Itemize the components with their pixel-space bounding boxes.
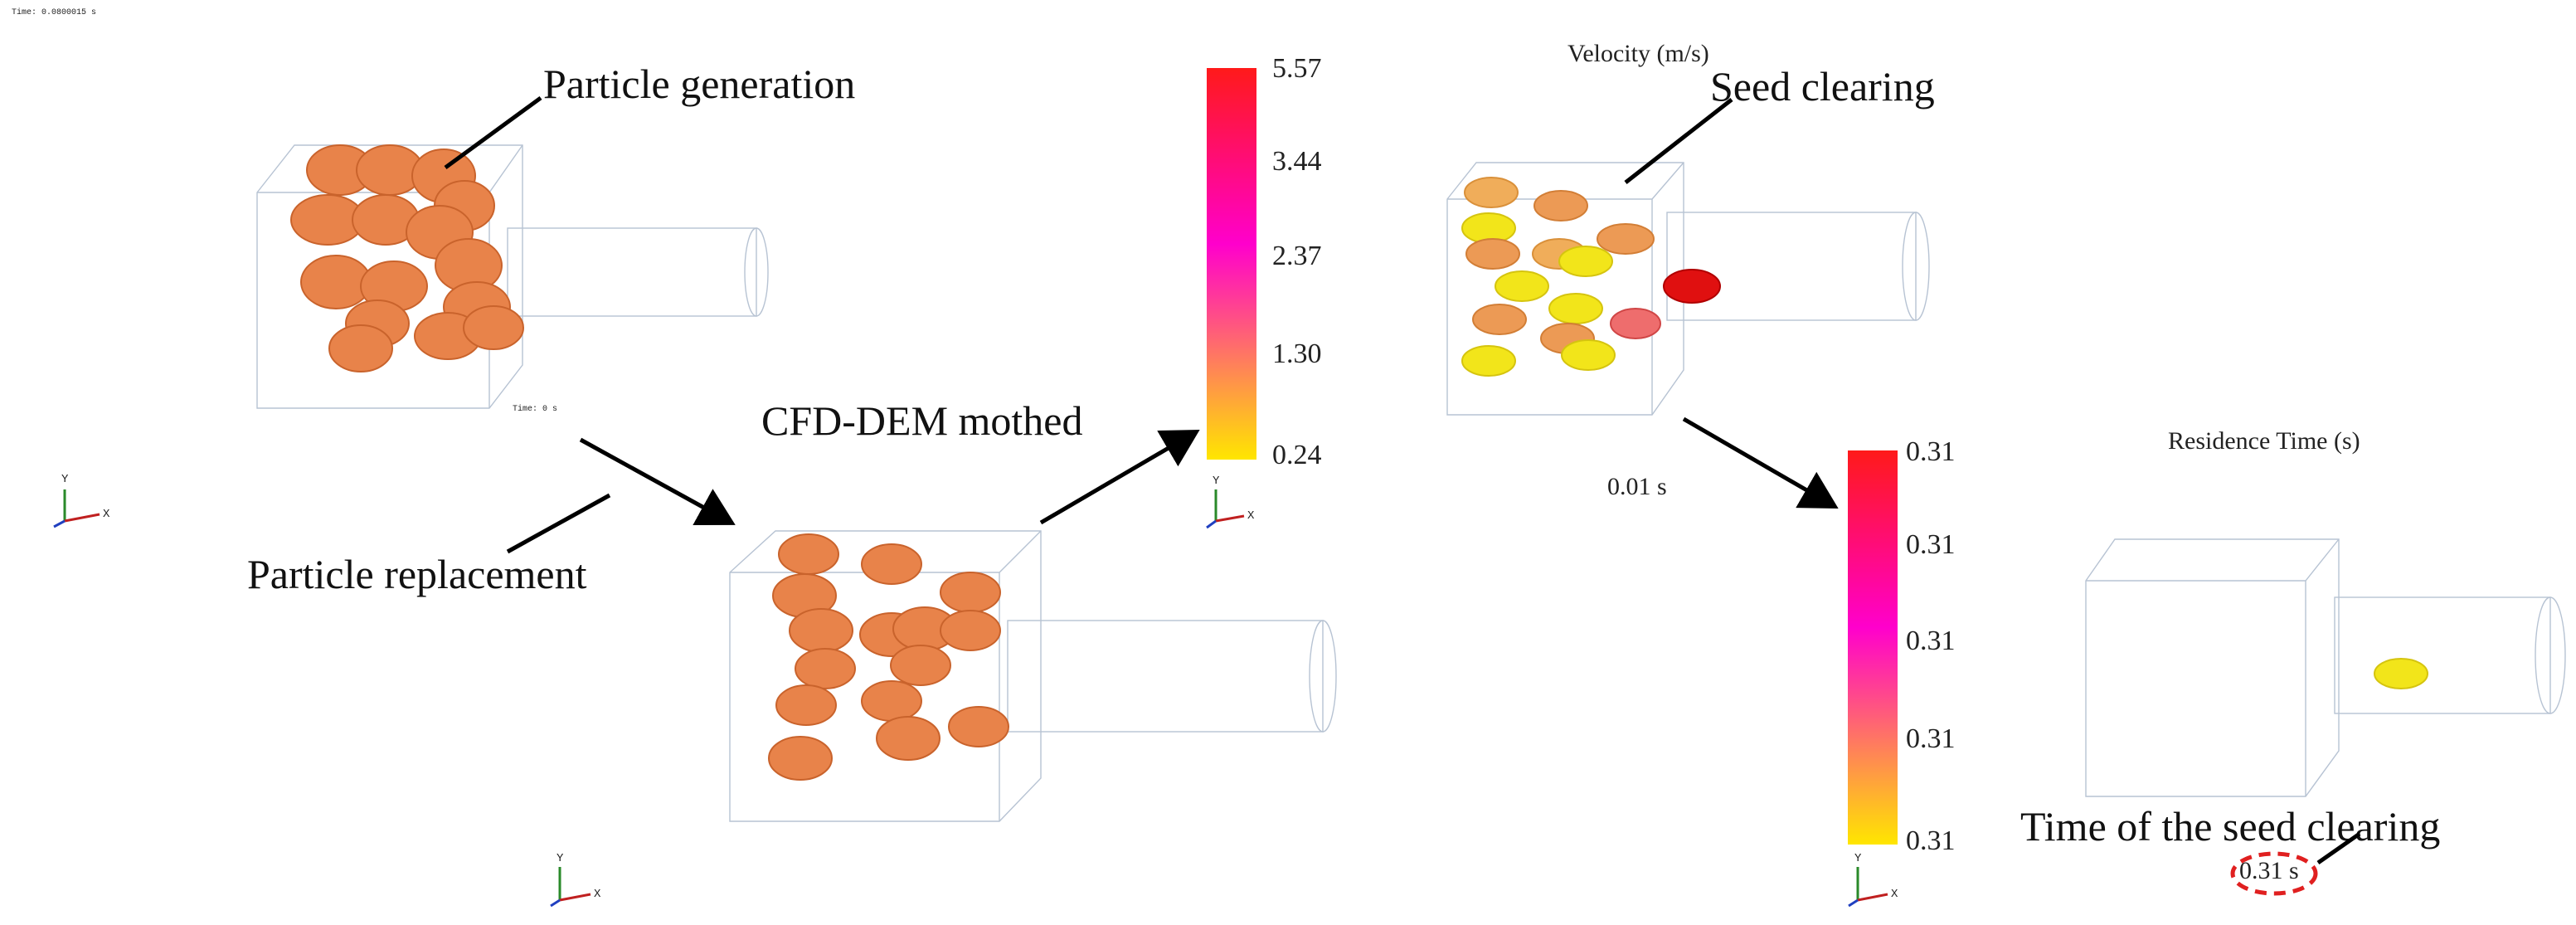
arrow-to-replacement <box>579 437 736 526</box>
axis-y-label: Y <box>1213 475 1220 488</box>
axis-triad <box>53 489 100 528</box>
time-label-top: Time: 0.0800015 s <box>12 8 97 17</box>
residence-colorbar <box>1848 450 1898 845</box>
replacement-leader <box>506 493 611 554</box>
axis-x-label: X <box>103 508 110 521</box>
residence-time: 0.31 s <box>2239 857 2299 884</box>
seed-clearing-label: Seed clearing <box>1710 63 1935 110</box>
generation-leader <box>444 95 542 170</box>
velocity-tick: 2.37 <box>1272 241 1322 271</box>
residence-tick: 0.31 <box>1906 626 1956 656</box>
axis-y-label: Y <box>61 473 69 486</box>
axis-x-label: X <box>594 888 601 901</box>
particle-generation-label: Particle generation <box>543 61 856 107</box>
axis-triad <box>550 867 591 908</box>
velocity-time: 0.01 s <box>1607 473 1667 500</box>
mesh-model-velocity <box>1446 162 1930 416</box>
axis-x-label: X <box>1891 888 1898 901</box>
residence-tick: 0.31 <box>1906 436 1956 467</box>
time-label-initial: Time: 0 s <box>513 405 558 414</box>
mesh-model-replacement <box>729 530 1337 822</box>
time-of-seed-clearing-label: Time of the seed clearing <box>2020 803 2441 850</box>
axis-y-label: Y <box>1854 852 1862 865</box>
axis-triad <box>1206 489 1245 529</box>
particle-replacement-label: Particle replacement <box>247 551 587 597</box>
seed-time-leader <box>2316 831 2361 865</box>
arrow-to-velocity <box>1039 429 1200 525</box>
arrow-to-residence <box>1682 416 1839 509</box>
axis-triad <box>1848 867 1888 908</box>
axis-y-label: Y <box>557 852 564 865</box>
mesh-model-residence <box>2085 538 2566 797</box>
cfd-dem-label: CFD-DEM mothed <box>761 397 1083 444</box>
velocity-tick: 5.57 <box>1272 53 1322 84</box>
residence-tick: 0.31 <box>1906 723 1956 754</box>
residence-title: Residence Time (s) <box>2168 427 2360 455</box>
seed-clearing-leader <box>1624 98 1733 184</box>
velocity-tick: 0.24 <box>1272 440 1322 470</box>
seed-time-highlight <box>2230 851 2318 896</box>
residence-tick: 0.31 <box>1906 529 1956 560</box>
velocity-title: Velocity (m/s) <box>1567 40 1709 67</box>
velocity-colorbar <box>1207 68 1256 460</box>
velocity-tick: 1.30 <box>1272 338 1322 369</box>
axis-x-label: X <box>1247 509 1255 523</box>
residence-tick: 0.31 <box>1906 825 1956 856</box>
velocity-tick: 3.44 <box>1272 146 1322 177</box>
mesh-model-generation <box>256 144 769 409</box>
